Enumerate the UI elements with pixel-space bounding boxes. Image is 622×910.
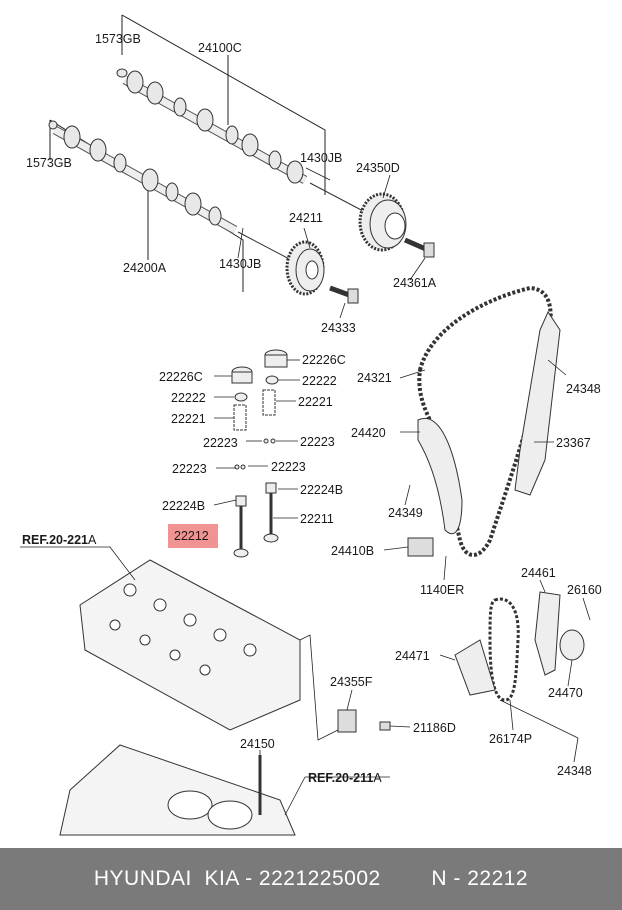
label-22223-b: 22223	[300, 435, 335, 449]
camshaft-intake	[116, 68, 366, 213]
ref-label-20-211a: REF.20-211A	[308, 771, 382, 785]
bolt-24333	[329, 285, 359, 304]
chain-guide-23367	[514, 310, 561, 496]
label-26174p: 26174P	[489, 732, 532, 746]
label-22226c-left: 22226C	[159, 370, 203, 384]
label-26160: 26160	[567, 583, 602, 597]
tensioner-24471	[454, 639, 496, 696]
part-24470	[559, 629, 585, 661]
ocv-24355f	[337, 709, 357, 733]
highlight-22212	[168, 524, 218, 548]
label-22221-right: 22221	[298, 395, 333, 409]
label-21186d: 21186D	[413, 721, 456, 735]
label-24461: 24461	[521, 566, 556, 580]
label-22222-left: 22222	[171, 391, 206, 405]
tensioner-arm-24420	[417, 417, 463, 535]
ref-label-20-221a: REF.20-221A	[22, 533, 97, 547]
label-24348-bot: 24348	[557, 764, 592, 778]
sprocket-24211	[285, 240, 325, 296]
bolt-24361a	[404, 237, 435, 258]
label-22212: 22212	[174, 529, 209, 543]
label-1573gb-mid: 1573GB	[26, 156, 72, 170]
label-24361a: 24361A	[393, 276, 437, 290]
label-1430jb-top: 1430JB	[300, 151, 342, 165]
label-24350d: 24350D	[356, 161, 400, 175]
footer-short-partno: N - 22212	[431, 867, 529, 890]
label-22223-d: 22223	[271, 460, 306, 474]
label-22222-right: 22222	[302, 374, 337, 388]
label-22223-c: 22223	[172, 462, 207, 476]
guide-24461	[534, 591, 561, 676]
label-24349: 24349	[388, 506, 423, 520]
tensioner-24410b	[407, 537, 434, 557]
label-22223-a: 22223	[203, 436, 238, 450]
label-24150: 24150	[240, 737, 275, 751]
label-22211: 22211	[300, 512, 334, 526]
label-24420: 24420	[351, 426, 386, 440]
camshaft-exhaust	[48, 120, 296, 263]
label-22224b-right: 22224B	[300, 483, 343, 497]
label-24471: 24471	[395, 649, 430, 663]
label-22226c-right: 22226C	[302, 353, 346, 367]
oil-pump-chain	[488, 597, 520, 702]
label-22221-left: 22221	[171, 412, 206, 426]
label-1140er: 1140ER	[420, 583, 464, 597]
label-1573gb-top: 1573GB	[95, 32, 141, 46]
parts-diagram: 1573GB 24100C 1573GB 1430JB 24350D 24211…	[20, 14, 602, 836]
label-24470: 24470	[548, 686, 583, 700]
label-1430jb-bot: 1430JB	[219, 257, 261, 271]
label-24211: 24211	[289, 211, 323, 225]
label-24355f: 24355F	[330, 675, 373, 689]
label-24348-top: 24348	[566, 382, 601, 396]
bolt-21186d	[379, 721, 391, 731]
label-24410b: 24410B	[331, 544, 374, 558]
cvvt-gear-24350d	[358, 192, 407, 252]
valve-train	[231, 349, 288, 558]
cylinder-head	[79, 559, 301, 731]
label-24100c: 24100C	[198, 41, 242, 55]
label-24333: 24333	[321, 321, 356, 335]
label-24321: 24321	[357, 371, 392, 385]
label-24200a: 24200A	[123, 261, 167, 275]
footer-bar: HYUNDAI KIA - 2221225002 N - 22212	[0, 848, 622, 910]
footer-brand-partno: HYUNDAI KIA - 2221225002	[93, 867, 381, 890]
label-23367: 23367	[556, 436, 591, 450]
label-22224b-left: 22224B	[162, 499, 205, 513]
